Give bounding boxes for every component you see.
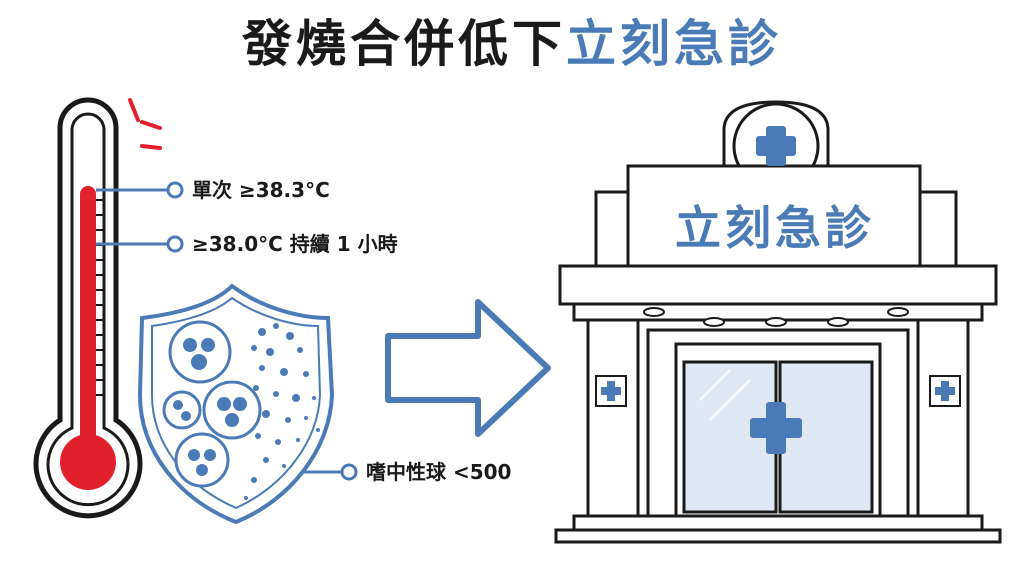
- title-part-2: 立刻急診: [566, 15, 782, 73]
- medical-cross-door-icon: [750, 402, 802, 454]
- ceiling-lights: [643, 307, 909, 327]
- medical-cross-icon: [756, 126, 796, 166]
- criterion-single-reading: 單次 ≥38.3°C: [192, 178, 330, 202]
- medical-cross-left-icon: [595, 375, 627, 407]
- shield-icon: [137, 283, 335, 525]
- mercury-bulb: [60, 434, 116, 490]
- callout-lines: [96, 181, 358, 481]
- glass-reflection: [698, 368, 752, 422]
- mercury-column: [80, 186, 96, 446]
- dispersing-particles: [244, 323, 320, 500]
- neutrophil-cells: [162, 320, 262, 488]
- page-title: 發燒合併低下立刻急診: [0, 14, 1024, 74]
- title-part-1: 發燒合併低下: [242, 15, 566, 73]
- hospital-sign-text: 立刻急診: [675, 201, 875, 255]
- right-arrow-icon: [385, 299, 551, 437]
- criterion-sustained-fever: ≥38.0°C 持續 1 小時: [192, 232, 398, 256]
- heat-marks: [128, 98, 162, 150]
- hospital-building-icon: [554, 100, 1002, 544]
- criterion-neutrophil-count: 嗜中性球 <500: [366, 460, 512, 484]
- medical-cross-right-icon: [929, 375, 961, 407]
- thermometer-icon: [33, 97, 162, 519]
